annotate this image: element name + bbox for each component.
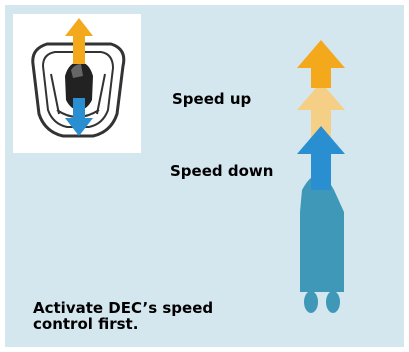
boat-icon xyxy=(300,175,344,313)
up-arrow-icon xyxy=(65,18,93,64)
down-arrow-icon xyxy=(65,98,93,136)
instruction-note: Activate DEC’s speed control first. xyxy=(33,299,214,333)
handle-illustration xyxy=(13,14,141,153)
speed-up-arrow xyxy=(297,40,345,88)
speed-up-label: Speed up xyxy=(172,90,252,108)
handle-control-icon xyxy=(31,18,126,138)
speed-down-arrow xyxy=(297,126,345,190)
speed-down-label: Speed down xyxy=(170,162,274,180)
